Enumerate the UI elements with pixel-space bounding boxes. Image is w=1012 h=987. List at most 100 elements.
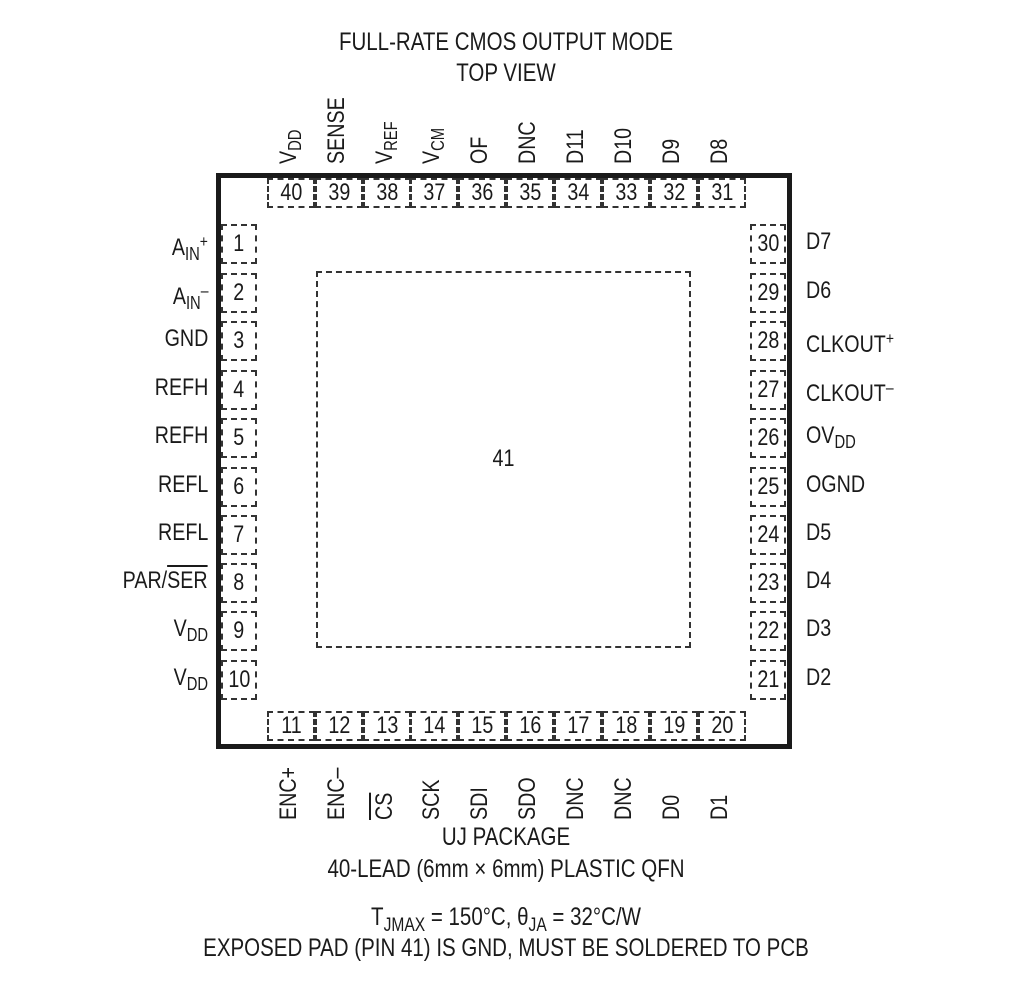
pin-number: 39 xyxy=(328,179,350,206)
pin-pad: 12 xyxy=(315,711,363,741)
pin-label: CS xyxy=(371,793,399,820)
pin-name-subscript: CM xyxy=(428,127,448,151)
pin-pad: 29 xyxy=(750,273,786,313)
pin-label: PAR/SER xyxy=(123,567,208,595)
pin-name-text: OF xyxy=(466,136,493,164)
pin-number: 31 xyxy=(711,179,733,206)
pin-name-superscript: + xyxy=(885,329,894,348)
pin-label: VDD xyxy=(174,615,208,649)
pin-label: DNC xyxy=(562,777,590,820)
pin-number: 2 xyxy=(233,279,245,306)
pin-pad: 26 xyxy=(750,418,786,458)
pin-number: 26 xyxy=(757,424,779,451)
pin-label: D1 xyxy=(706,795,734,820)
pin-pad: 31 xyxy=(698,178,746,208)
pin-number: 12 xyxy=(328,712,350,739)
pin-pad: 21 xyxy=(750,660,786,700)
pin-number: 34 xyxy=(567,179,589,206)
pin-number: 23 xyxy=(757,569,779,596)
tjmax-symbol: T xyxy=(371,903,384,931)
pin-number: 22 xyxy=(757,617,779,644)
pin-pad: 3 xyxy=(221,321,257,361)
pin-pad: 35 xyxy=(506,178,554,208)
theta-value: = 32°C/W xyxy=(546,903,641,931)
pin-number: 16 xyxy=(519,712,541,739)
pin-label: D11 xyxy=(562,129,590,164)
pin-pad: 23 xyxy=(750,563,786,603)
pin-name-subscript: DD xyxy=(186,625,208,645)
pin-pad: 40 xyxy=(267,178,315,208)
pin-label: D7 xyxy=(806,228,831,256)
pin-name-overline: SER xyxy=(167,567,208,594)
pin-pad: 2 xyxy=(221,273,257,313)
pin-label: AIN+ xyxy=(172,228,208,268)
pin-pad: 9 xyxy=(221,611,257,651)
pin-pad: 24 xyxy=(750,515,786,555)
pin-name-base: CLKOUT xyxy=(806,331,886,358)
pin-name-superscript: + xyxy=(199,232,208,251)
pin-label: CLKOUT– xyxy=(806,374,894,408)
pin-number: 29 xyxy=(757,279,779,306)
pin-label: REFL xyxy=(158,471,208,499)
pin-pad: 34 xyxy=(554,178,602,208)
pin-label: D2 xyxy=(806,664,831,692)
pin-name-superscript: – xyxy=(200,281,208,300)
pin-name-subscript: DD xyxy=(186,674,208,694)
pin-label: D3 xyxy=(806,615,831,643)
pin-pad: 38 xyxy=(363,178,411,208)
pin-label: DNC xyxy=(514,121,542,164)
pin-pad: 33 xyxy=(602,178,650,208)
pin-name-base: V xyxy=(371,150,398,164)
pin-pad: 19 xyxy=(650,711,698,741)
theta-subscript: JA xyxy=(528,915,547,936)
pin-number: 6 xyxy=(233,473,245,500)
pin-name-text: REFH xyxy=(154,422,208,449)
pin-number: 13 xyxy=(376,712,398,739)
pin-name-text: D3 xyxy=(806,615,832,642)
pin-pad: 22 xyxy=(750,611,786,651)
package-name: UJ PACKAGE xyxy=(441,823,571,851)
pin-name-text: D9 xyxy=(658,138,685,164)
pin-name-text: REFL xyxy=(157,519,208,546)
pin-pad: 25 xyxy=(750,467,786,507)
pin-pad: 13 xyxy=(363,711,411,741)
pin-label: OF xyxy=(466,137,494,164)
pin-name-overline: CS xyxy=(371,792,398,820)
pin-name-text: D11 xyxy=(562,129,589,164)
pin-pad: 18 xyxy=(602,711,650,741)
pin-pad: 37 xyxy=(410,178,458,208)
pin-pad: 39 xyxy=(315,178,363,208)
pin-name-text: SDI xyxy=(466,787,493,820)
pin-number: 32 xyxy=(663,179,685,206)
pin-number: 8 xyxy=(233,569,245,596)
pin-name-text: D2 xyxy=(806,664,832,691)
pin-label: VDD xyxy=(174,664,208,698)
pin-name-subscript: IN xyxy=(185,244,200,264)
pin-name-text: DNC xyxy=(514,121,541,164)
pin-name-text: D6 xyxy=(806,277,832,304)
pin-name-base: CLKOUT xyxy=(806,380,886,407)
pin-name-text: DNC xyxy=(562,777,589,820)
pin-label: REFH xyxy=(154,374,208,402)
pin-pad: 16 xyxy=(506,711,554,741)
pin-pad: 8 xyxy=(221,563,257,603)
pin-pad: 32 xyxy=(650,178,698,208)
pin-number: 27 xyxy=(757,376,779,403)
pin-number: 25 xyxy=(757,473,779,500)
pin-pad: 30 xyxy=(750,224,786,264)
pin-name-text: D1 xyxy=(706,794,733,820)
pin-number: 36 xyxy=(471,179,493,206)
pin-label: D10 xyxy=(610,128,638,164)
pin-pad: 10 xyxy=(221,660,257,700)
pin-label: REFL xyxy=(158,519,208,547)
pin-pad: 5 xyxy=(221,418,257,458)
pin-name-base: PAR/ xyxy=(123,567,168,594)
pin-name-text: SDO xyxy=(514,777,541,820)
pin-label: SCK xyxy=(418,780,446,820)
diagram-title: FULL-RATE CMOS OUTPUT MODE xyxy=(338,28,674,56)
pin-name-base: V xyxy=(275,150,302,164)
pin-number: 1 xyxy=(233,230,245,257)
pin-pad: 15 xyxy=(458,711,506,741)
pin-pad: 14 xyxy=(410,711,458,741)
exposed-pad-number: 41 xyxy=(492,445,515,472)
